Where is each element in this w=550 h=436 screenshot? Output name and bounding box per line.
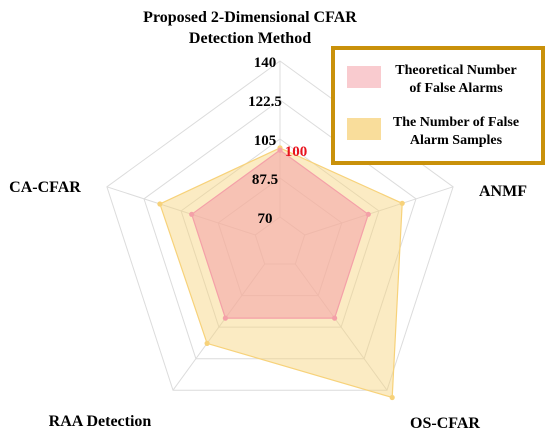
series-value-label: 100 bbox=[285, 144, 308, 160]
legend-swatch bbox=[347, 66, 381, 88]
category-label: CA-CFAR bbox=[9, 179, 81, 196]
legend-label: The Number of False bbox=[393, 115, 519, 130]
grid-ring bbox=[180, 138, 380, 328]
data-point-theoretical-false-alarms bbox=[189, 211, 195, 217]
tick-label: 105 bbox=[254, 133, 277, 149]
category-labels: ANMF OS-CFAR RAA Detection CA-CFAR bbox=[9, 179, 527, 432]
category-label: RAA Detection bbox=[49, 413, 152, 430]
chart-title: Proposed 2-Dimensional CFAR Detection Met… bbox=[143, 9, 357, 47]
grid-ring bbox=[106, 60, 454, 391]
tick-label: 70 bbox=[258, 211, 273, 227]
tick-label: 122.5 bbox=[248, 94, 282, 110]
data-point-false-alarm-samples bbox=[204, 340, 210, 346]
title-line: Detection Method bbox=[189, 30, 311, 47]
data-point-theoretical-false-alarms bbox=[365, 211, 371, 217]
data-point-theoretical-false-alarms bbox=[277, 147, 283, 153]
legend-label: Theoretical Number bbox=[395, 63, 516, 78]
data-point-false-alarm-samples bbox=[399, 200, 405, 206]
series-area-theoretical-false-alarms bbox=[190, 149, 370, 319]
radial-ticks: 70 87.5 105 122.5 140 100 bbox=[248, 55, 307, 227]
category-label: OS-CFAR bbox=[410, 415, 480, 432]
data-point-false-alarm-samples bbox=[389, 394, 395, 401]
title-line: Proposed 2-Dimensional CFAR bbox=[143, 9, 357, 26]
legend-label: Alarm Samples bbox=[410, 133, 503, 148]
data-point-theoretical-false-alarms bbox=[332, 315, 338, 321]
grid-ring bbox=[143, 99, 417, 360]
legend-swatch bbox=[347, 118, 381, 140]
radar-series bbox=[157, 145, 405, 401]
tick-label: 87.5 bbox=[252, 172, 278, 188]
data-point-theoretical-false-alarms bbox=[222, 315, 228, 321]
legend-label: of False Alarms bbox=[409, 81, 503, 96]
tick-label: 140 bbox=[254, 55, 277, 71]
category-label: ANMF bbox=[479, 183, 527, 200]
data-point-false-alarm-samples bbox=[157, 201, 163, 207]
